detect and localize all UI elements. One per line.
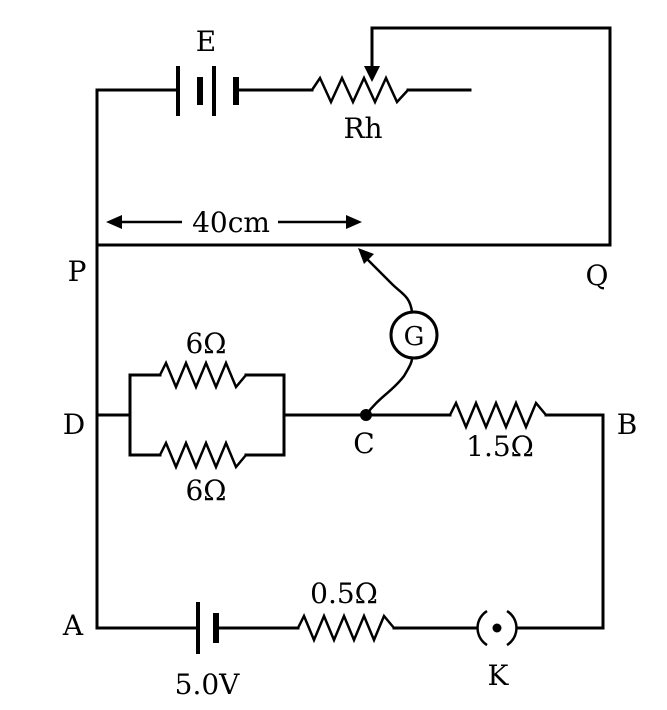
- label-40cm: 40cm: [192, 206, 270, 239]
- wire-left-top: [95, 88, 180, 247]
- label-5v: 5.0V: [175, 668, 241, 701]
- label-P: P: [68, 255, 87, 288]
- galvanometer: [389, 310, 439, 360]
- label-1-5ohm: 1.5Ω: [466, 430, 534, 463]
- jockey-arrow: [358, 248, 374, 264]
- key-K: [476, 608, 518, 648]
- rheostat-rh: [310, 74, 409, 106]
- label-A: A: [62, 609, 84, 642]
- parallel-resistors: [95, 359, 286, 471]
- rheostat-slider-arrow: [364, 66, 380, 82]
- bottom-circuit: [95, 602, 605, 654]
- length-indicator: [106, 215, 362, 229]
- resistor-6-bottom: [158, 439, 247, 471]
- galvanometer-branch: [358, 248, 439, 416]
- cell-E: [176, 66, 239, 116]
- resistor-1-5: [448, 399, 547, 431]
- label-6ohm-top: 6Ω: [185, 327, 226, 360]
- driver-circuit: [95, 26, 612, 247]
- rheostat-slider-wire: [370, 26, 612, 247]
- label-B: B: [617, 408, 638, 441]
- resistor-6-top: [158, 359, 247, 391]
- label-Rh: Rh: [343, 112, 382, 145]
- wire-to-B: [544, 413, 605, 630]
- label-K: K: [488, 659, 510, 692]
- label-C: C: [353, 427, 374, 460]
- label-D: D: [63, 408, 85, 441]
- label-G: G: [404, 322, 425, 352]
- label-0-5ohm: 0.5Ω: [310, 577, 378, 610]
- label-E: E: [196, 25, 216, 58]
- jockey-wire-upper: [363, 255, 414, 313]
- label-6ohm-bottom: 6Ω: [185, 474, 226, 507]
- jockey-wire-lower: [364, 357, 414, 416]
- resistor-0-5: [296, 612, 395, 644]
- label-Q: Q: [586, 259, 609, 292]
